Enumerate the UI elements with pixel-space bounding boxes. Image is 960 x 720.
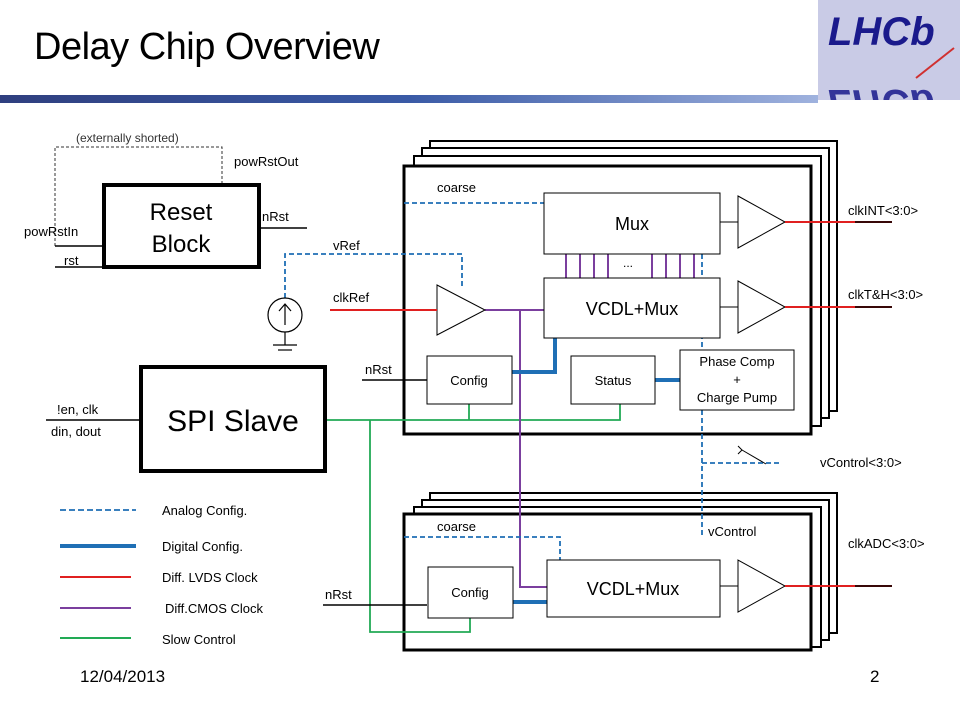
spi-slave-block: SPI Slave !en, clk din, dout [46,365,327,473]
digital-config-wires [512,338,680,604]
current-source-icon [267,297,303,351]
vcdl-mux-top: VCDL+Mux [543,277,721,339]
legend: Analog Config. Digital Config. Diff. LVD… [60,503,263,647]
slide-title: Delay Chip Overview [34,26,380,68]
vref-label: vRef [333,238,360,253]
mux-dots: ... [623,256,633,270]
clk-adc-label: clkADC<3:0> [848,536,925,551]
top-nrst-label: nRst [365,362,392,377]
phase-comp-box: Phase Comp + Charge Pump [679,349,795,411]
spi-pins-line1: !en, clk [57,402,99,417]
legend-cmos-label: Diff.CMOS Clock [165,601,263,616]
legend-digital-label: Digital Config. [162,539,243,554]
top-config-box: Config [426,355,513,405]
lhcb-logo: LHCb LHCb [818,0,960,100]
status-box: Status [570,355,656,405]
bottom-nrst-label: nRst [325,587,352,602]
output-stub-lines [855,221,892,587]
clkref-label: clkRef [333,290,370,305]
bottom-coarse-label: coarse [437,519,476,534]
vcdl-bottom-label: VCDL+Mux [587,579,680,599]
svg-text:LHCb: LHCb [828,10,935,54]
mux-block: Mux [543,192,721,255]
top-coarse-label: coarse [437,180,476,195]
analog-config-wires [284,202,780,560]
pow-rst-out-label: powRstOut [234,154,299,169]
svg-text:LHCb: LHCb [828,81,935,100]
clk-int-label: clkINT<3:0> [848,203,918,218]
reset-nrst-label: nRst [262,209,289,224]
pow-rst-in-label: powRstIn [24,224,78,239]
vcontrol-switch-icon [737,445,767,465]
phase-comp-line1: Phase Comp [699,354,774,369]
external-note: (externally shorted) [76,131,179,145]
spi-pins-line2: din, dout [51,424,101,439]
status-label: Status [595,373,632,388]
phase-comp-line2: + [733,372,741,387]
rst-label: rst [64,253,79,268]
footer-page-number: 2 [870,667,880,686]
vcontrol-out-label: vControl<3:0> [820,455,902,470]
reset-block-title-2: Block [152,231,212,258]
bottom-config-label: Config [451,585,489,600]
vcdl-mux-bottom: VCDL+Mux [546,559,721,618]
vcdl-top-label: VCDL+Mux [586,299,679,319]
slow-control-wires [325,404,621,633]
reset-block: Reset Block (externally shorted) powRstO… [24,131,307,269]
legend-slow-label: Slow Control [162,632,236,647]
clk-th-label: clkT&H<3:0> [848,287,923,302]
phase-comp-line3: Charge Pump [697,390,777,405]
footer-date: 12/04/2013 [80,667,166,686]
top-config-label: Config [450,373,488,388]
legend-lvds-label: Diff. LVDS Clock [162,570,258,585]
bottom-vcontrol-label: vControl [708,524,757,539]
cmos-clock-wires [485,254,695,588]
mux-label: Mux [615,214,649,234]
legend-analog-label: Analog Config. [162,503,247,518]
title-underline-bar [0,95,818,103]
spi-slave-title: SPI Slave [167,405,299,438]
reset-block-title-1: Reset [150,199,213,226]
bottom-config-box: Config [427,566,514,619]
